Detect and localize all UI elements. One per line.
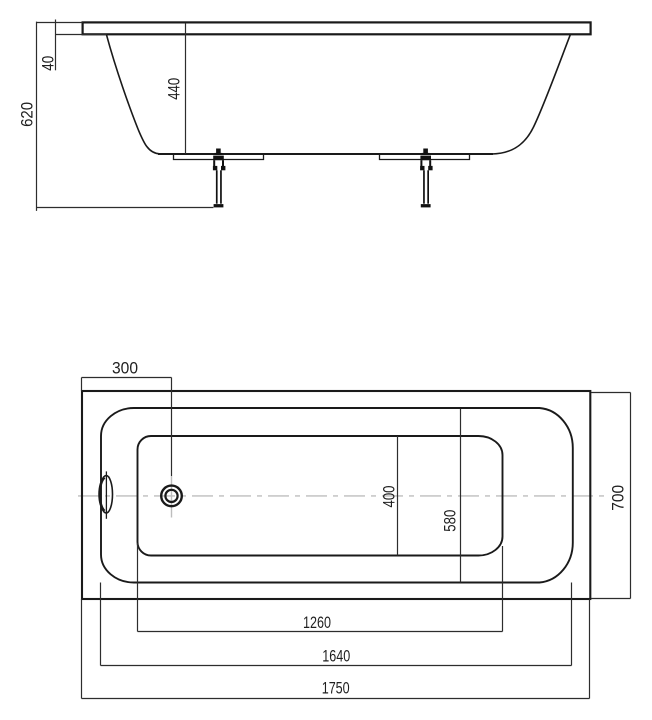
svg-text:1750: 1750 xyxy=(322,680,350,698)
svg-text:1640: 1640 xyxy=(322,648,350,666)
svg-text:440: 440 xyxy=(166,78,184,100)
svg-text:580: 580 xyxy=(442,510,460,532)
svg-text:300: 300 xyxy=(112,360,138,378)
svg-text:40: 40 xyxy=(40,56,58,71)
svg-text:1260: 1260 xyxy=(303,614,331,632)
svg-text:700: 700 xyxy=(610,485,628,511)
svg-text:400: 400 xyxy=(380,486,398,508)
svg-text:620: 620 xyxy=(18,102,36,127)
